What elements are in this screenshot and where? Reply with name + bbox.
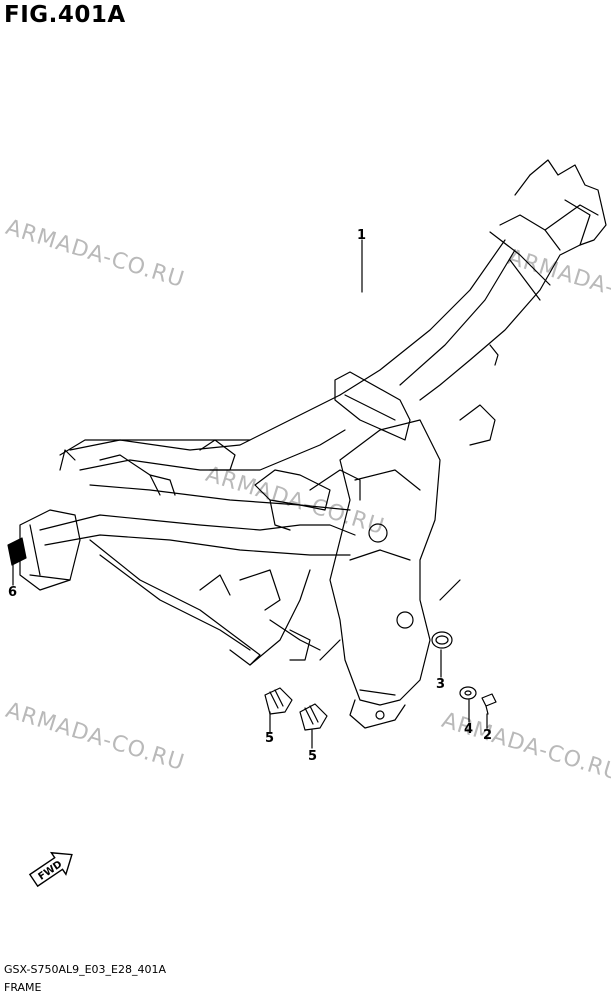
part-frame	[19, 159, 607, 729]
callout-part-5: 5	[265, 731, 275, 746]
part-5-bushing	[299, 703, 328, 731]
part-4-washer	[459, 686, 477, 700]
callout-part-2: 2	[483, 728, 493, 743]
callout-part-5: 5	[308, 749, 318, 764]
callout-part-3: 3	[436, 677, 446, 692]
figure-code: GSX-S750AL9_E03_E28_401A	[4, 963, 167, 976]
figure-name: FRAME	[4, 981, 42, 994]
callout-part-4: 4	[464, 722, 474, 737]
fwd-arrow-icon: FWD	[28, 851, 73, 888]
figure-title: FIG.401A	[4, 2, 126, 28]
part-6-plate	[7, 537, 27, 566]
callout-part-6: 6	[8, 585, 18, 600]
part-5-bushing	[264, 687, 293, 715]
callout-part-1: 1	[357, 228, 367, 243]
part-2-bolt	[481, 693, 497, 715]
part-3-cap	[431, 631, 453, 649]
